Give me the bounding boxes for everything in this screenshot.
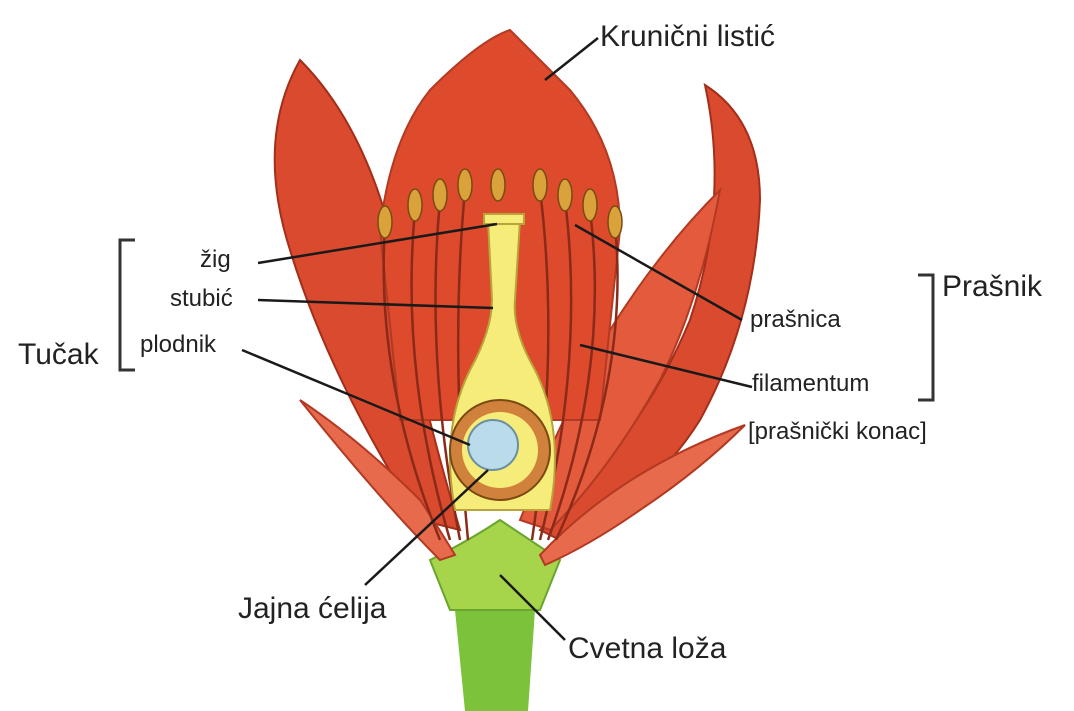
stem — [455, 610, 535, 711]
prasnik-bracket — [918, 275, 933, 400]
stigma — [484, 214, 524, 224]
label-jajna-celija: Jajna ćelija — [238, 594, 386, 624]
label-zig: žig — [200, 248, 231, 272]
label-plodnik: plodnik — [140, 333, 216, 357]
label-prasnik: Prašnik — [942, 272, 1042, 302]
label-krunicni-listic: Krunični listić — [600, 22, 775, 52]
label-cvetna-loza: Cvetna loža — [568, 634, 726, 664]
label-tucak: Tučak — [18, 340, 99, 370]
label-prasnica: prašnica — [750, 308, 841, 332]
label-prasnicki-konac: [prašnički konac] — [748, 420, 927, 444]
egg-cell — [468, 420, 518, 470]
label-stubic: stubić — [170, 287, 233, 311]
label-filamentum: filamentum — [752, 372, 869, 396]
tucak-bracket — [120, 240, 135, 370]
